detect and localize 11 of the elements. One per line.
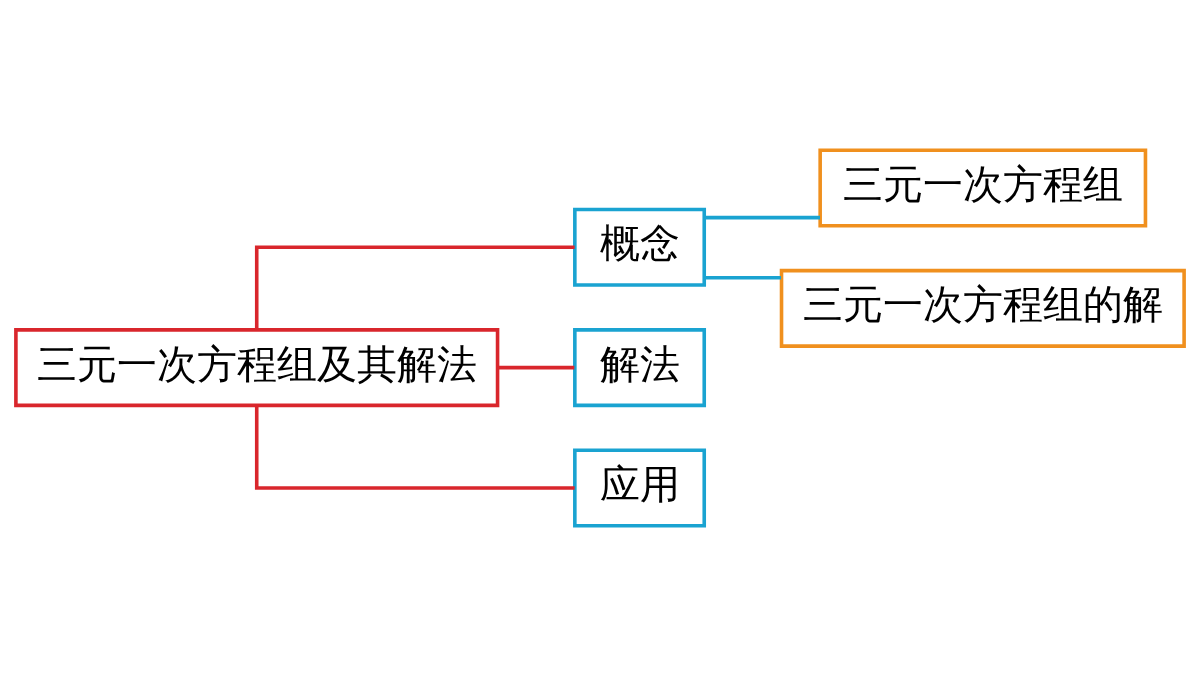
node-box: 三元一次方程组及其解法 [14, 327, 500, 407]
connector [498, 365, 575, 369]
node-box: 概念 [573, 207, 707, 287]
node-box: 解法 [573, 327, 707, 407]
node-box: 应用 [573, 448, 707, 528]
connector [254, 405, 575, 490]
node-box: 三元一次方程组的解 [779, 268, 1186, 348]
connector [704, 215, 820, 219]
connector [704, 275, 781, 280]
connector [254, 244, 575, 330]
node-box: 三元一次方程组 [818, 147, 1148, 227]
